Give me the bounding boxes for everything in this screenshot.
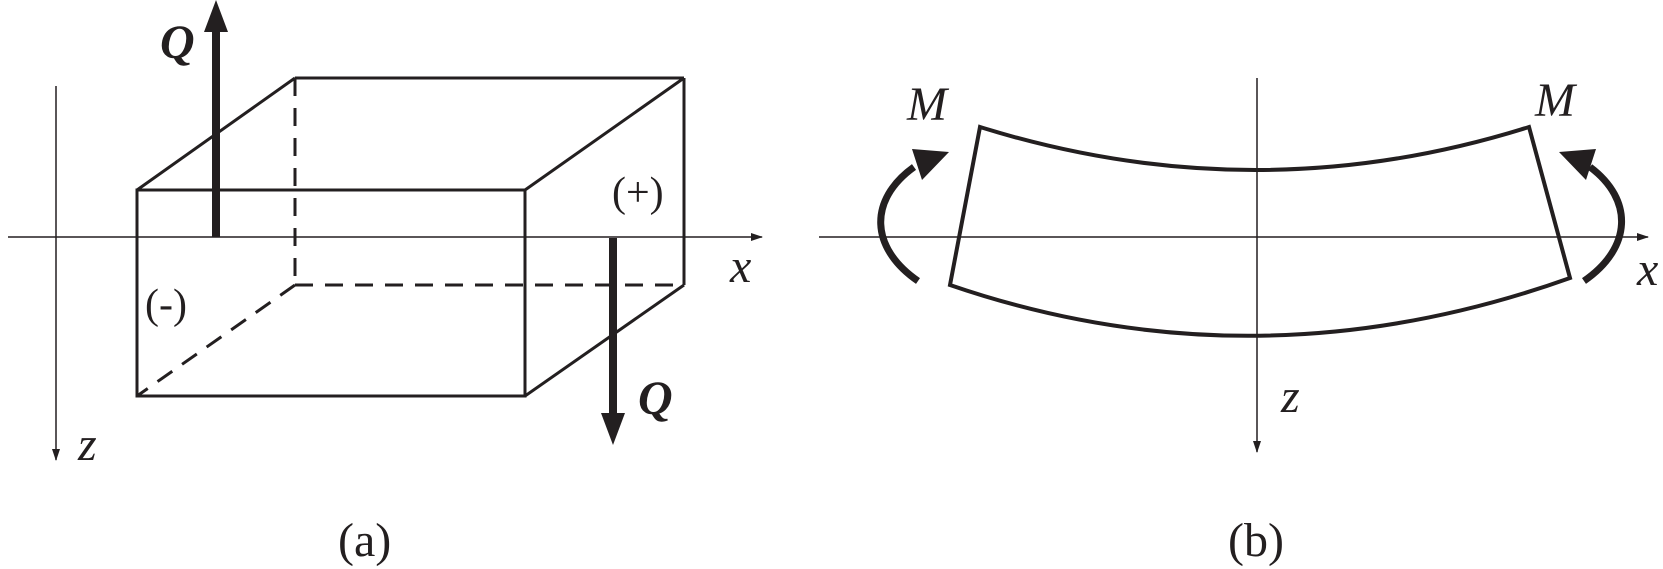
panel-b: M M x z (b) — [819, 74, 1658, 567]
x-axis-label: x — [729, 240, 751, 293]
moment-arrow-left — [877, 149, 949, 284]
z-axis-label-b: z — [1280, 370, 1300, 423]
x-axis-label-b: x — [1636, 243, 1658, 296]
caption-b: (b) — [1228, 514, 1284, 567]
panel-a: Q Q (+) (-) x z (a) — [8, 0, 763, 567]
shear-top-label: Q — [160, 16, 195, 69]
beam-box-hidden-edges — [136, 78, 684, 398]
bent-beam-element — [947, 124, 1573, 338]
moment-right-label: M — [1534, 74, 1578, 127]
z-axis-label: z — [77, 418, 97, 471]
caption-a: (a) — [338, 514, 391, 567]
shear-arrow-down — [601, 238, 625, 445]
face-negative-label: (-) — [145, 282, 187, 328]
moment-arrow-right — [1559, 149, 1626, 284]
moment-left-label: M — [906, 78, 950, 131]
shear-bottom-label: Q — [638, 372, 673, 425]
shear-arrow-up — [204, 0, 228, 237]
face-positive-label: (+) — [612, 170, 664, 216]
